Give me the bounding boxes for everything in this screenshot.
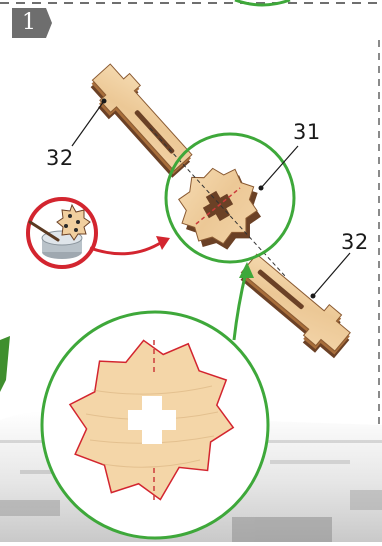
leader-32-right: [313, 253, 350, 296]
leaf-decoration: [0, 336, 10, 392]
glue-pot-icon: [28, 199, 96, 267]
label-part-31: 31: [293, 120, 321, 144]
leader-32-top: [72, 101, 104, 146]
step-number: 1: [12, 8, 46, 38]
detail-arrow: [234, 272, 246, 340]
glue-arrow: [90, 242, 162, 254]
part-31-gear: [175, 163, 265, 255]
assembly-axis: [150, 128, 285, 276]
label-part-32-top: 32: [46, 146, 74, 170]
label-part-32-right: 32: [341, 230, 369, 254]
part-32-top: [82, 59, 200, 183]
step-badge: 1: [12, 8, 52, 38]
